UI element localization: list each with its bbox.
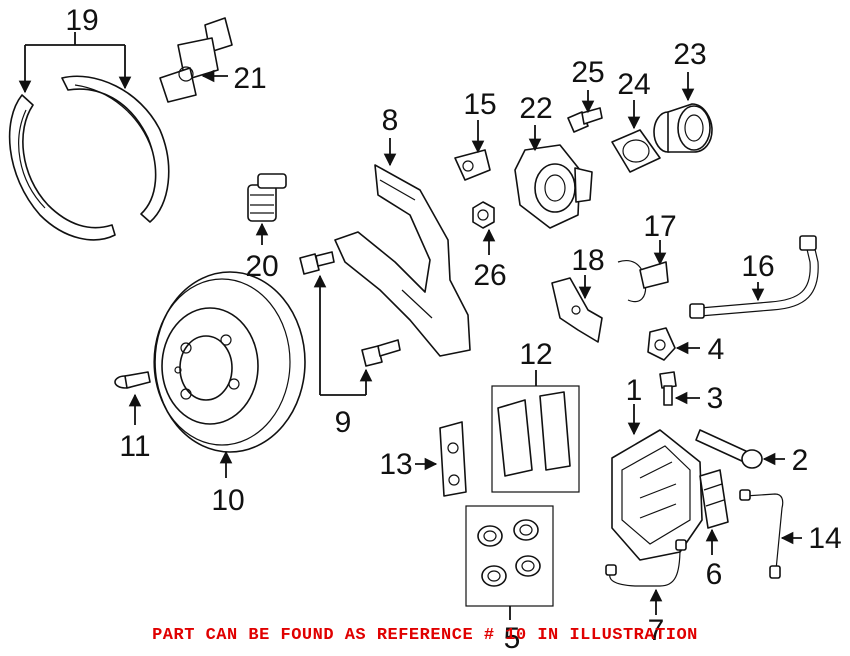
part-15-part: [454, 149, 491, 181]
part-14-wear-sensor: [739, 489, 784, 579]
label-25: 25: [571, 56, 604, 89]
part-16-hose: [689, 235, 819, 319]
part-3-bleeder: [659, 371, 677, 406]
part-17-line: [617, 259, 669, 303]
label-16: 16: [741, 250, 774, 283]
part-25-bolt: [567, 107, 603, 133]
label-12: 12: [519, 338, 552, 371]
part-2-bolt: [695, 429, 763, 469]
part-11-screw: [114, 371, 151, 389]
part-18-bracket: [551, 277, 603, 343]
part-9-bolts: [299, 251, 401, 367]
part-26-nut: [472, 201, 495, 229]
label-4: 4: [708, 333, 725, 366]
label-17: 17: [643, 210, 676, 243]
label-3: 3: [707, 382, 724, 415]
part-23-bearing: [653, 103, 713, 153]
part-5-seal-box: [465, 505, 554, 607]
label-6: 6: [706, 558, 723, 591]
part-20-part: [247, 173, 287, 222]
label-14: 14: [808, 522, 841, 555]
part-7-brake-line: [605, 539, 687, 587]
label-10: 10: [211, 484, 244, 517]
part-6-clip: [699, 469, 729, 529]
label-2: 2: [792, 444, 809, 477]
part-4-banjo: [647, 327, 676, 361]
callout-labels: 19 21 25 24 23 8 15 22 20 26 17 18 16 12…: [65, 4, 841, 655]
label-9: 9: [335, 406, 352, 439]
part-12-pads: [497, 391, 571, 477]
label-21: 21: [233, 62, 266, 95]
label-19: 19: [65, 4, 98, 37]
part-13-guide: [439, 421, 467, 497]
label-20: 20: [245, 250, 278, 283]
label-8: 8: [382, 104, 399, 137]
part-1-caliper: [611, 429, 703, 561]
label-23: 23: [673, 38, 706, 71]
label-22: 22: [519, 92, 552, 125]
label-11: 11: [119, 430, 150, 463]
label-1: 1: [626, 374, 643, 407]
part-24-seal: [611, 129, 661, 173]
label-18: 18: [571, 244, 604, 277]
part-19-brake-shoes: [8, 75, 170, 241]
label-24: 24: [617, 68, 650, 101]
label-5: 5: [504, 622, 521, 655]
part-5-seals: [477, 519, 541, 587]
part-22-hub: [514, 144, 593, 229]
part-21-sensor: [159, 17, 233, 103]
label-26: 26: [473, 259, 506, 292]
label-13: 13: [379, 448, 412, 481]
label-7: 7: [648, 614, 665, 647]
label-15: 15: [463, 88, 496, 121]
footer-note: PART CAN BE FOUND AS REFERENCE # 10 IN I…: [152, 626, 698, 645]
part-8-dust-shield: [334, 164, 471, 357]
part-10-brake-rotor: [153, 271, 306, 453]
